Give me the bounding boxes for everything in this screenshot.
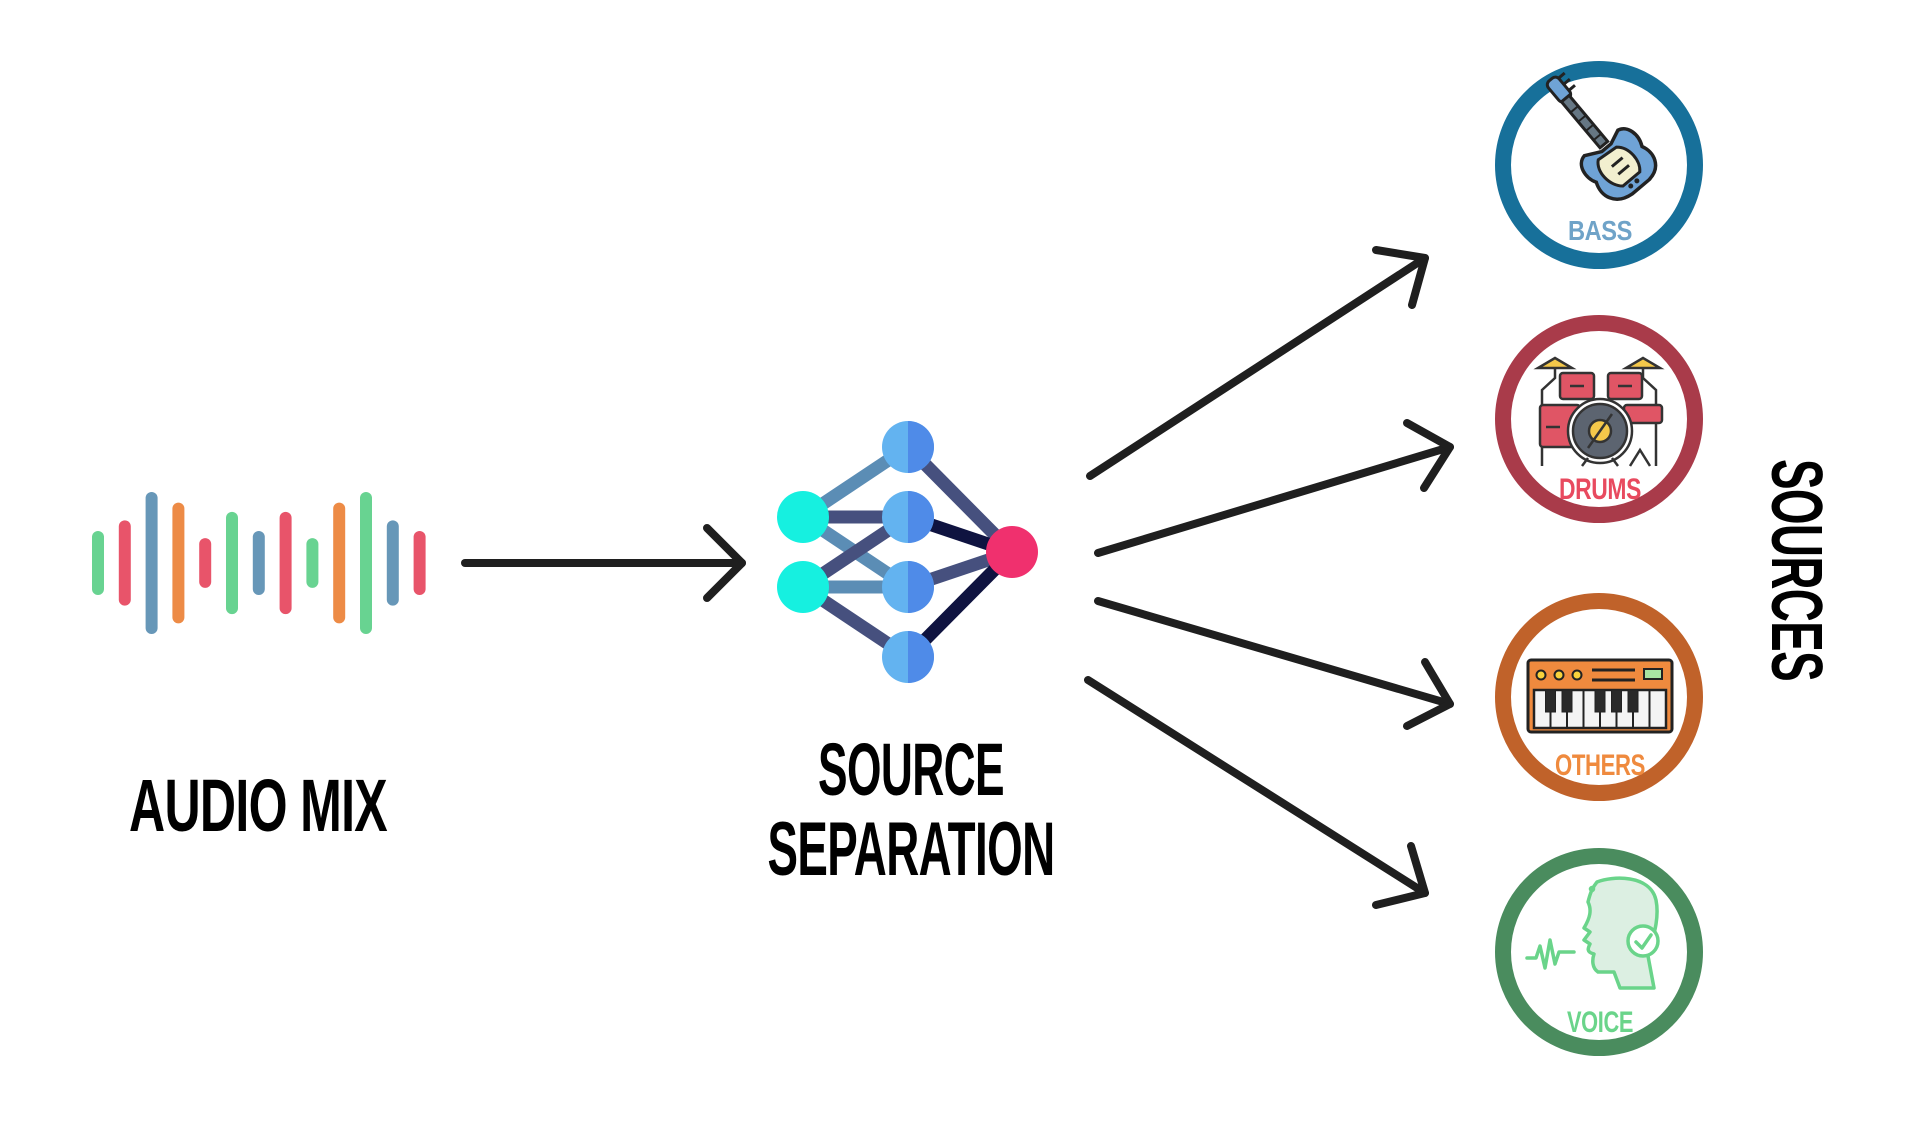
drum-kit-icon: [1533, 356, 1665, 467]
neural-network-icon: [777, 421, 1038, 683]
waveform-bar: [386, 520, 399, 606]
bass-label: BASS: [1568, 215, 1632, 246]
nn-input-node: [777, 561, 829, 613]
audio-mix-label: AUDIO MIX: [129, 764, 387, 847]
waveform-bar: [226, 511, 238, 615]
arrow-mix-to-model: [461, 524, 746, 602]
speaking-head-icon: [1525, 876, 1660, 990]
nn-hidden-node-shade: [908, 561, 934, 613]
black-key: [1545, 689, 1556, 713]
waveform-bar: [145, 492, 158, 634]
waveform-bar: [172, 502, 185, 624]
arrow-to-others: [1094, 597, 1454, 730]
arrow-to-bass: [1086, 246, 1429, 480]
nn-hidden-node-shade: [908, 491, 934, 543]
model-label-line1: SOURCE: [818, 728, 1004, 811]
waveform-bar: [118, 520, 131, 606]
waveform-bar: [333, 502, 346, 624]
nn-output-node: [986, 526, 1038, 578]
waveform-bar: [252, 531, 265, 595]
source-others: OTHERS: [1495, 593, 1703, 801]
arrow-to-drums: [1094, 419, 1454, 557]
bass-guitar-icon: [1545, 71, 1658, 201]
audio-waveform-icon: [92, 492, 426, 634]
arrow-to-voice: [1084, 676, 1429, 909]
sources-title: SOURCES: [1756, 459, 1836, 681]
nn-hidden-node-shade: [908, 631, 934, 683]
black-key: [1627, 689, 1639, 713]
waveform-bar: [413, 531, 426, 595]
voice-label: VOICE: [1567, 1006, 1633, 1039]
black-key: [1611, 689, 1622, 713]
nn-input-node: [777, 491, 829, 543]
waveform-bar: [306, 538, 319, 588]
source-drums: DRUMS: [1495, 315, 1703, 523]
others-label: OTHERS: [1555, 749, 1645, 782]
keyboard-synth-icon: [1526, 658, 1674, 734]
source-voice: VOICE: [1495, 848, 1703, 1056]
waveform-bar: [92, 531, 104, 595]
waveform-bar: [199, 538, 212, 588]
source-bass: BASS: [1495, 61, 1703, 269]
drums-label: DRUMS: [1559, 473, 1641, 506]
black-key: [1594, 689, 1606, 713]
model-label-line2: SEPARATION: [768, 807, 1055, 892]
nn-hidden-node-shade: [908, 421, 934, 473]
black-key: [1561, 689, 1573, 713]
waveform-bar: [279, 511, 292, 615]
waveform-bar: [360, 492, 372, 634]
